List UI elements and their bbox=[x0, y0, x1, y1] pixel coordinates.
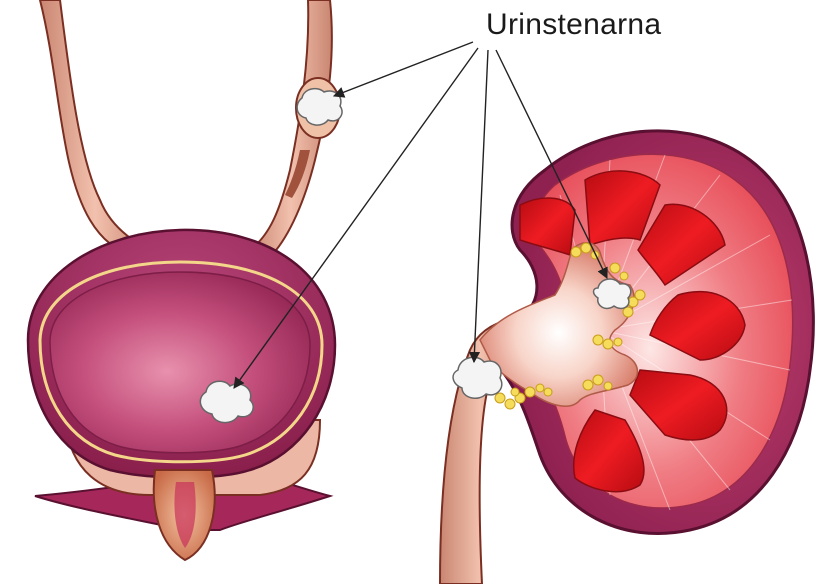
stones-label: Urinstenarna bbox=[486, 8, 661, 42]
kidney-icon bbox=[440, 131, 813, 584]
bladder-lumen bbox=[50, 272, 310, 453]
bladder-icon bbox=[28, 0, 342, 560]
stone-icon bbox=[594, 279, 631, 308]
left-ureter bbox=[40, 0, 150, 255]
